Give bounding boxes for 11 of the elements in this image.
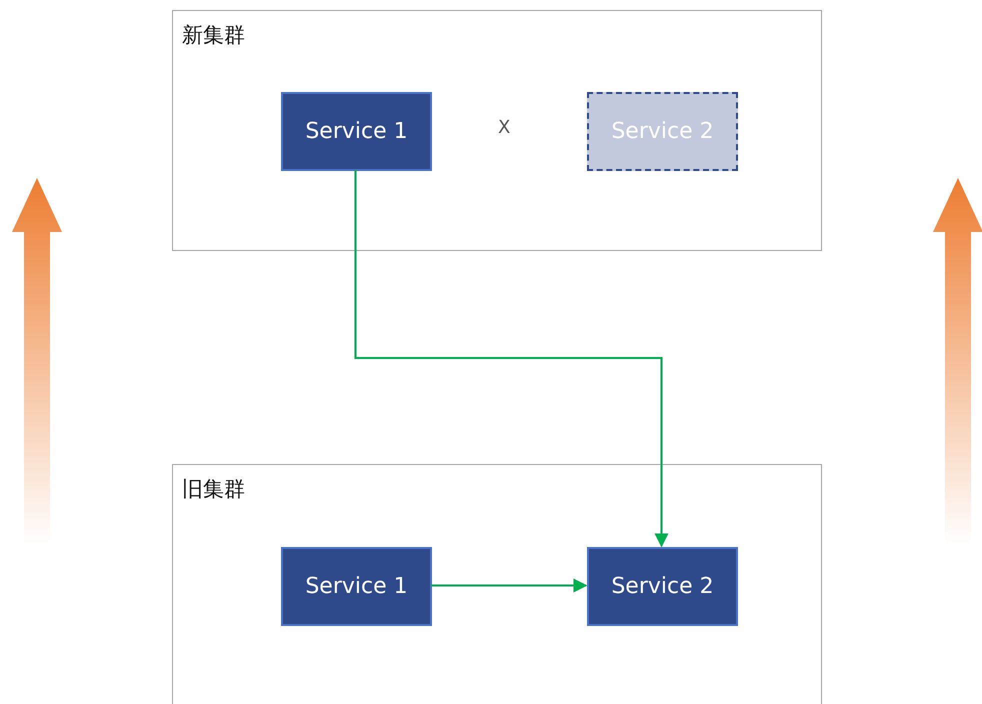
arrow bbox=[354, 170, 668, 548]
placeholder-service-box: Service 2 bbox=[587, 92, 738, 171]
cluster-title: 旧集群 bbox=[182, 476, 245, 503]
arrow bbox=[431, 578, 588, 592]
service-box: Service 1 bbox=[281, 547, 432, 626]
service-box: Service 2 bbox=[587, 547, 738, 626]
cluster-box bbox=[172, 10, 822, 251]
cluster-box bbox=[172, 464, 822, 704]
cluster-title: 新集群 bbox=[182, 22, 245, 49]
service-box: Service 1 bbox=[281, 92, 432, 171]
cross-mark-label: X bbox=[498, 117, 510, 138]
